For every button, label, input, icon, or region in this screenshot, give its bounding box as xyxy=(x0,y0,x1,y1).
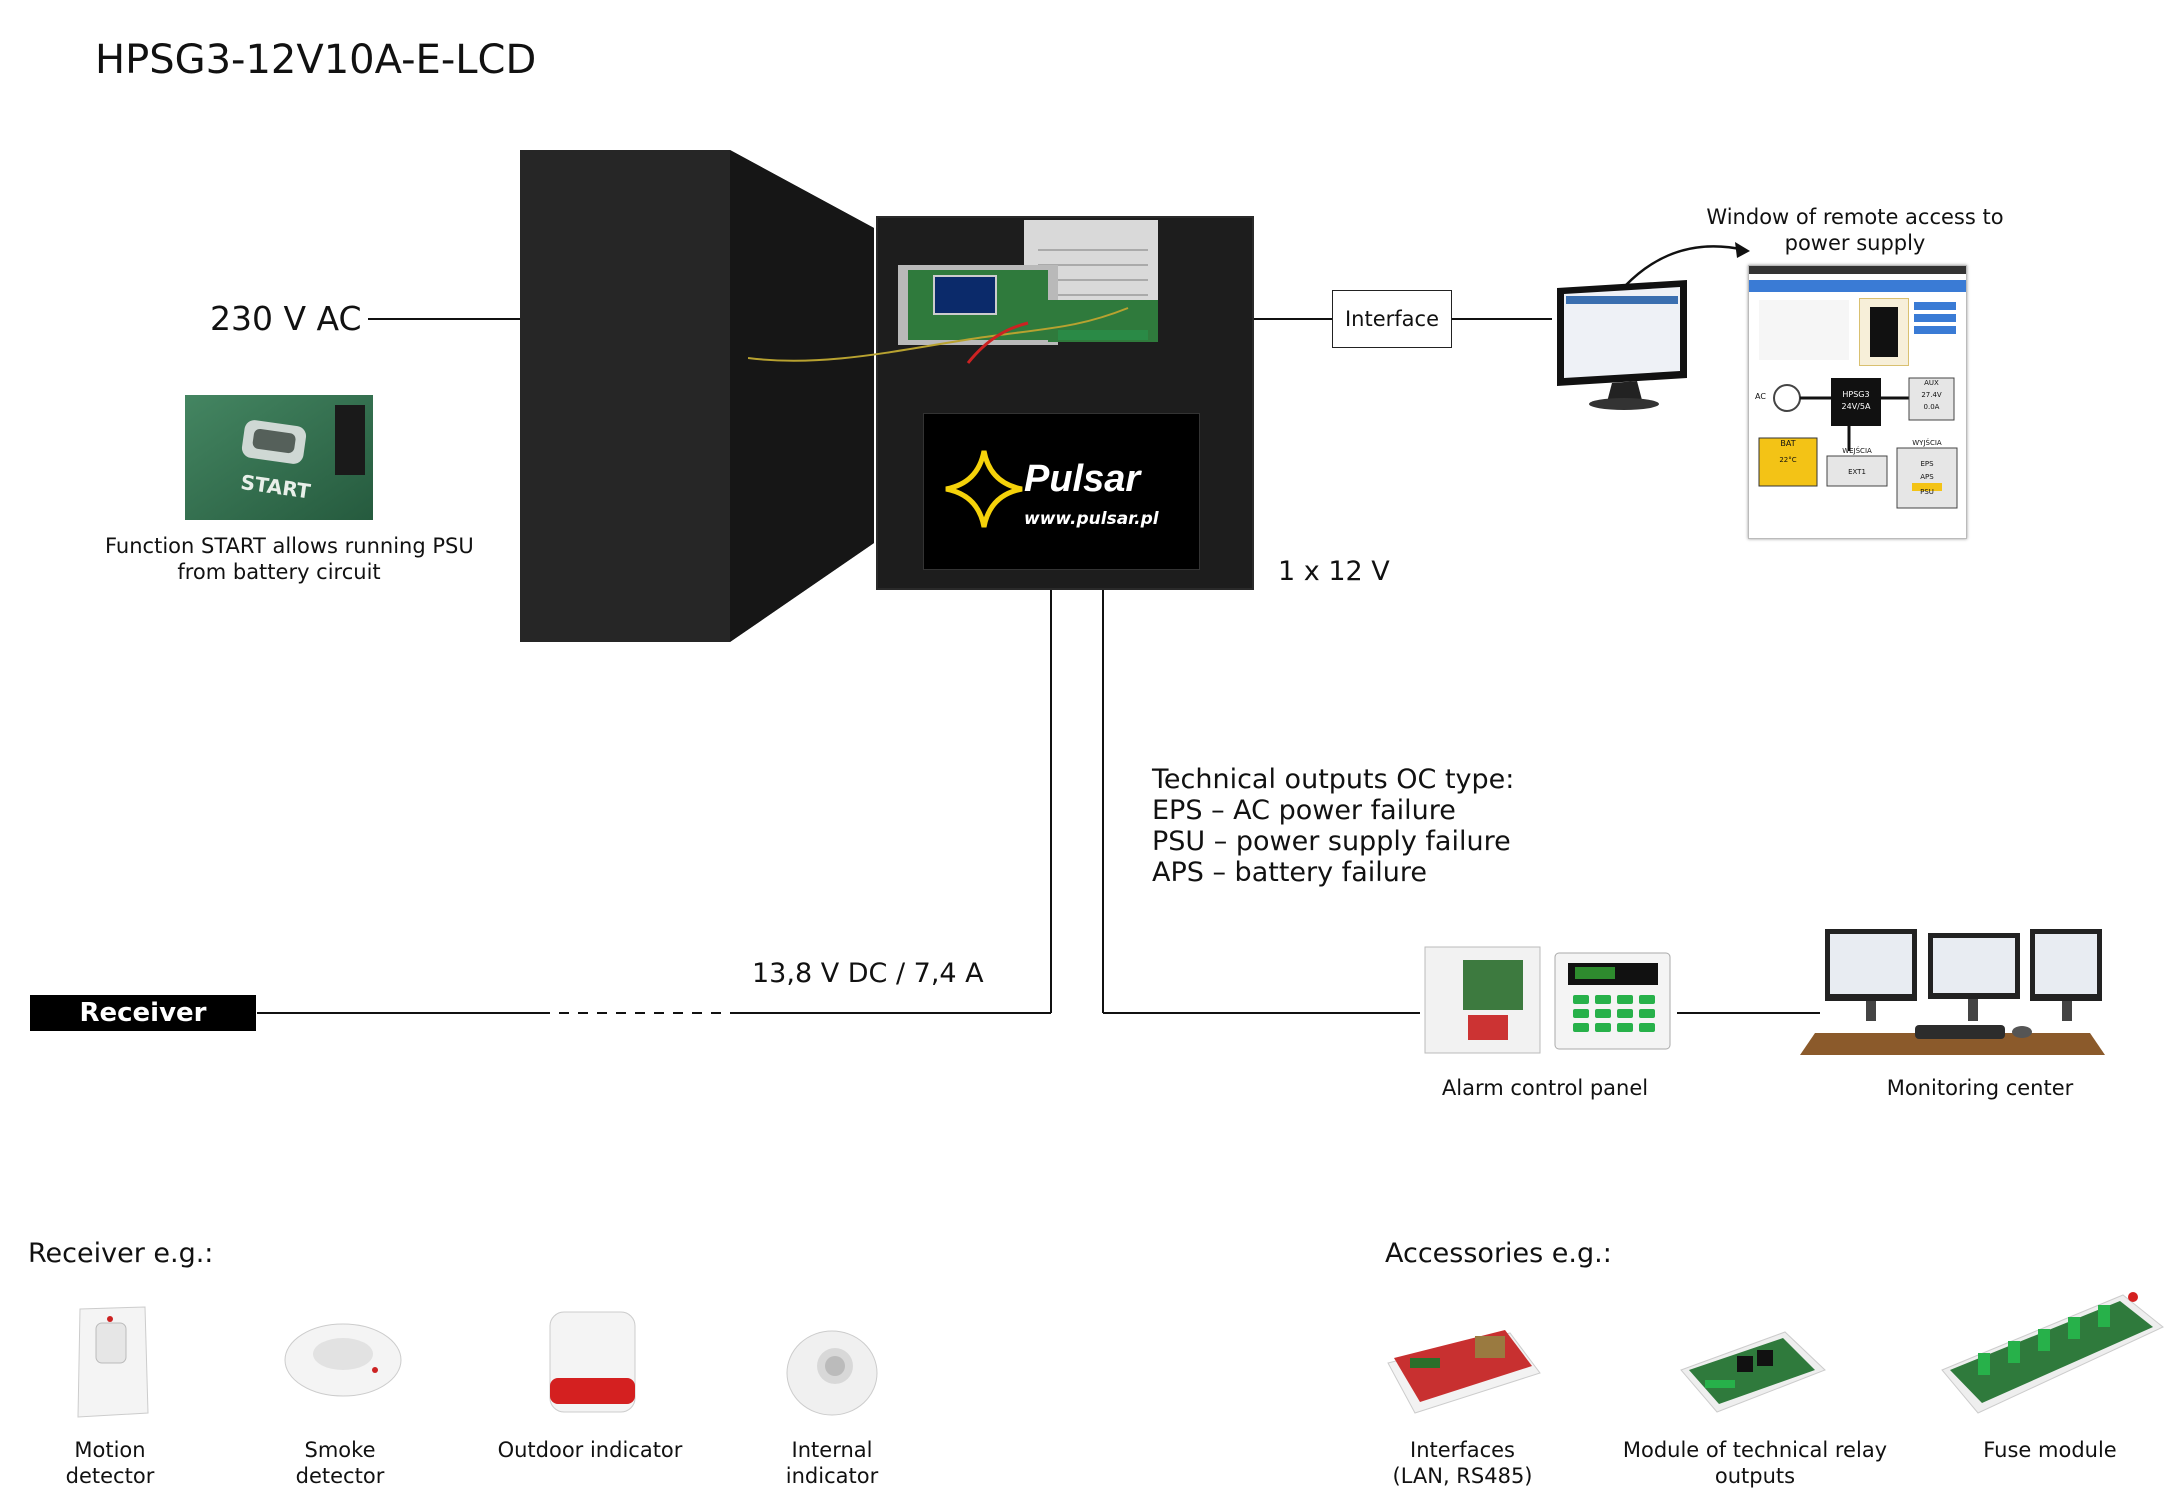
accessory-item-relay: Module of technical relay outputs xyxy=(1622,1438,1888,1488)
remote-ui-screenshot: AC HPSG3 24V/5A AUX 27.4V 0.0A BAT 22°C … xyxy=(1748,265,1967,539)
alarm-control-panel-icon xyxy=(1423,945,1678,1055)
alarm-panel-label: Alarm control panel xyxy=(1441,1076,1649,1100)
psu-enclosure-door xyxy=(518,148,878,642)
monitoring-center-icon xyxy=(1800,925,2105,1060)
accessory-item-fuse: Fuse module xyxy=(1983,1438,2117,1462)
receiver-bar: Receiver xyxy=(30,995,256,1031)
brand-name: Pulsar xyxy=(1024,458,1141,500)
relay-module-icon xyxy=(1675,1322,1830,1417)
receiver-item-smoke: Smoke detector xyxy=(295,1438,385,1488)
interface-module-icon xyxy=(1380,1318,1545,1418)
psu-enclosure-box: Pulsar www.pulsar.pl xyxy=(748,216,1254,590)
earth-cable xyxy=(748,307,1129,364)
technical-outputs-text: Technical outputs OC type: EPS – AC powe… xyxy=(1152,764,1515,888)
internal-siren-icon xyxy=(785,1328,880,1418)
brand-url: www.pulsar.pl xyxy=(1024,509,1159,529)
monitor-icon xyxy=(1552,278,1692,413)
dc-output-label: 13,8 V DC / 7,4 A xyxy=(752,958,984,989)
output-12v-label: 1 x 12 V xyxy=(1278,556,1390,587)
fuse-module-icon xyxy=(1938,1275,2168,1415)
ac-input-label: 230 V AC xyxy=(210,299,362,338)
accessory-item-interfaces: Interfaces (LAN, RS485) xyxy=(1392,1438,1533,1488)
start-button-photo: START xyxy=(185,395,373,520)
remote-access-caption: Window of remote access to power supply xyxy=(1706,205,2004,255)
interface-box: Interface xyxy=(1332,290,1452,348)
remote-access-arrow xyxy=(1624,245,1746,287)
motion-detector-icon xyxy=(70,1305,150,1420)
smoke-detector-icon xyxy=(283,1320,403,1400)
receivers-heading: Receiver e.g.: xyxy=(28,1238,214,1269)
accessories-heading: Accessories e.g.: xyxy=(1385,1238,1612,1269)
receiver-item-outdoor: Outdoor indicator xyxy=(497,1438,683,1462)
outdoor-siren-icon xyxy=(545,1308,640,1418)
monitoring-center-label: Monitoring center xyxy=(1886,1076,2074,1100)
pulsar-logo-icon xyxy=(945,450,1023,528)
arrow-head xyxy=(1735,242,1750,258)
page-title: HPSG3-12V10A-E-LCD xyxy=(95,37,537,83)
psu-internals xyxy=(898,220,1160,350)
receiver-item-internal: Internal indicator xyxy=(785,1438,879,1488)
start-caption: Function START allows running PSU from b… xyxy=(105,534,474,584)
receiver-item-motion: Motion detector xyxy=(65,1438,155,1488)
pulsar-cover: Pulsar www.pulsar.pl xyxy=(923,413,1200,570)
